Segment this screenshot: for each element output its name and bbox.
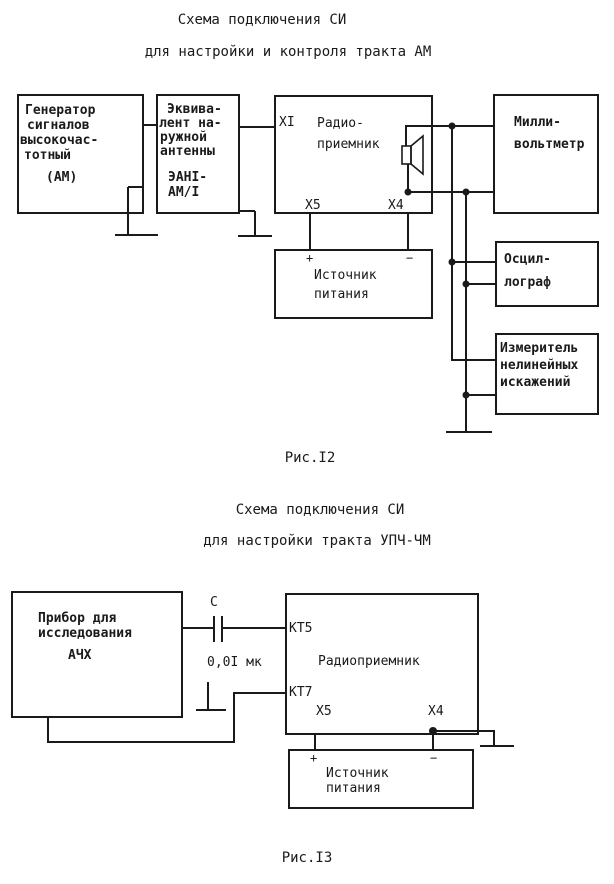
fig12-caption: Рис.I2 — [285, 450, 336, 466]
power-minus-label: − — [406, 251, 413, 265]
capacitor-label: С — [210, 595, 218, 610]
receiver-x5-label: X5 — [305, 198, 321, 213]
fig12-title-line2: для настройки и контроля тракта АМ — [145, 44, 432, 60]
x4-label-2: X4 — [428, 704, 444, 719]
millivoltmeter-box — [493, 94, 599, 214]
fig12-junctions — [404, 122, 470, 399]
distortion-meter-label: Измеритель нелинейных искажений — [500, 341, 586, 390]
fig13-caption: Рис.I3 — [282, 850, 333, 866]
power-supply-label: Источник питания — [314, 268, 384, 302]
antenna-equivalent-box — [156, 94, 240, 214]
generator-label: Генератор сигналов высокочас- тотный (АМ… — [20, 103, 106, 185]
receiver-2-label: Радиоприемник — [318, 654, 420, 669]
fig13-title-line2: для настройки тракта УПЧ-ЧМ — [203, 533, 431, 549]
x5-label-2: X5 — [316, 704, 332, 719]
receiver-box — [274, 95, 433, 214]
power-plus-label-2: + — [310, 751, 317, 765]
capacitor-symbol — [182, 616, 286, 642]
antenna-equivalent-label: Эквива- лент на- ружной антенны ЭАНI- АМ… — [159, 102, 230, 200]
fig12-title-line1: Схема подключения СИ — [178, 12, 347, 28]
receiver-label: Радио- приемник — [317, 116, 380, 152]
kt5-label: КТ5 — [289, 621, 312, 636]
distortion-meter-box — [495, 333, 599, 415]
fig13-wiring — [47, 682, 514, 750]
receiver-x4-label: X4 — [388, 198, 404, 213]
power-supply-2-label: Источник питания — [326, 766, 396, 796]
oscilloscope-label: Осцил- лограф — [504, 252, 559, 290]
power-minus-label-2: − — [430, 751, 437, 765]
oscilloscope-box — [495, 241, 599, 307]
kt7-label: КТ7 — [289, 685, 312, 700]
power-plus-label: + — [306, 251, 313, 265]
capacitor-value-label: 0,0I мк — [207, 655, 262, 670]
frequency-response-instrument-label: Прибор для исследования АЧХ — [38, 611, 140, 663]
frequency-response-instrument-box — [11, 591, 183, 718]
power-supply-box-2 — [288, 749, 474, 809]
receiver-x1-label: XI — [279, 115, 295, 130]
generator-box — [17, 94, 144, 214]
fig13-title-line1: Схема подключения СИ — [236, 502, 405, 518]
millivoltmeter-label: Милли- вольтметр — [514, 115, 585, 152]
receiver-box-2 — [285, 593, 479, 735]
power-supply-box — [274, 249, 433, 319]
x4-junction-dot — [429, 727, 437, 735]
